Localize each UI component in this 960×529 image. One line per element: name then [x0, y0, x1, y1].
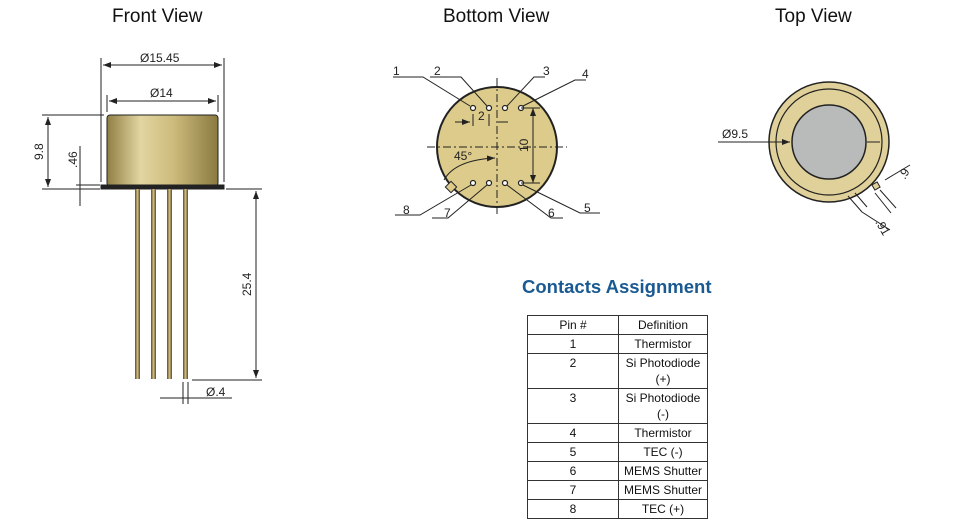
lead	[167, 189, 172, 379]
front-view	[42, 58, 262, 404]
pin-label-3: 3	[543, 64, 550, 78]
definition-cell: Si Photodiode (+)	[618, 353, 708, 389]
top-view-title: Top View	[775, 6, 852, 27]
can-body	[106, 114, 219, 187]
pin-label-6: 6	[548, 206, 555, 220]
contacts-title: Contacts Assignment	[522, 276, 712, 297]
header-pin: Pin #	[527, 315, 619, 335]
pin-cell: 4	[527, 423, 619, 443]
pin-label-7: 7	[444, 206, 451, 220]
table-header-row: Pin # Definition	[527, 315, 708, 335]
pin-label-5: 5	[584, 201, 591, 215]
pin-cell: 8	[527, 499, 619, 519]
lead	[135, 189, 140, 379]
dim-tab-width: .9	[895, 166, 912, 182]
dim-height: 9.8	[32, 143, 46, 160]
front-view-title: Front View	[112, 6, 203, 27]
pin-cell: 2	[527, 353, 619, 389]
bottom-view-title: Bottom View	[443, 6, 550, 27]
dim-lead-diameter: Ø.4	[206, 385, 226, 399]
definition-cell: Thermistor	[618, 334, 708, 354]
orientation-tab	[444, 180, 458, 194]
definition-cell: MEMS Shutter	[618, 480, 708, 500]
pin-cell: 6	[527, 461, 619, 481]
dim-can-diameter: Ø14	[150, 86, 173, 100]
dim-tab-length: .91	[872, 217, 893, 239]
definition-cell: TEC (-)	[618, 442, 708, 462]
lead	[151, 189, 156, 379]
dim-window-diameter: Ø9.5	[722, 127, 748, 141]
pin-label-1: 1	[393, 64, 400, 78]
lead	[183, 189, 188, 379]
dim-row-spacing: 10	[517, 138, 531, 152]
pin-label-4: 4	[582, 67, 589, 81]
pin-cell: 5	[527, 442, 619, 462]
dim-lead-length: 25.4	[240, 272, 254, 296]
definition-cell: MEMS Shutter	[618, 461, 708, 481]
dim-angle: 45°	[454, 149, 472, 163]
pin-cell: 1	[527, 334, 619, 354]
bottom-view	[393, 76, 600, 219]
dim-pitch: 2	[478, 109, 485, 123]
pin-cell: 7	[527, 480, 619, 500]
orientation-tab	[871, 181, 881, 191]
definition-cell: TEC (+)	[618, 499, 708, 519]
dim-flange: .46	[66, 151, 80, 168]
definition-cell: Si Photodiode (-)	[618, 388, 708, 424]
top-view	[718, 81, 911, 231]
dim-outer-diameter: Ø15.45	[140, 51, 180, 65]
pin-label-2: 2	[434, 64, 441, 78]
definition-cell: Thermistor	[618, 423, 708, 443]
window	[791, 104, 867, 180]
pin-cell: 3	[527, 388, 619, 424]
header-definition: Definition	[618, 315, 708, 335]
pin-label-8: 8	[403, 203, 410, 217]
flange	[100, 184, 225, 190]
